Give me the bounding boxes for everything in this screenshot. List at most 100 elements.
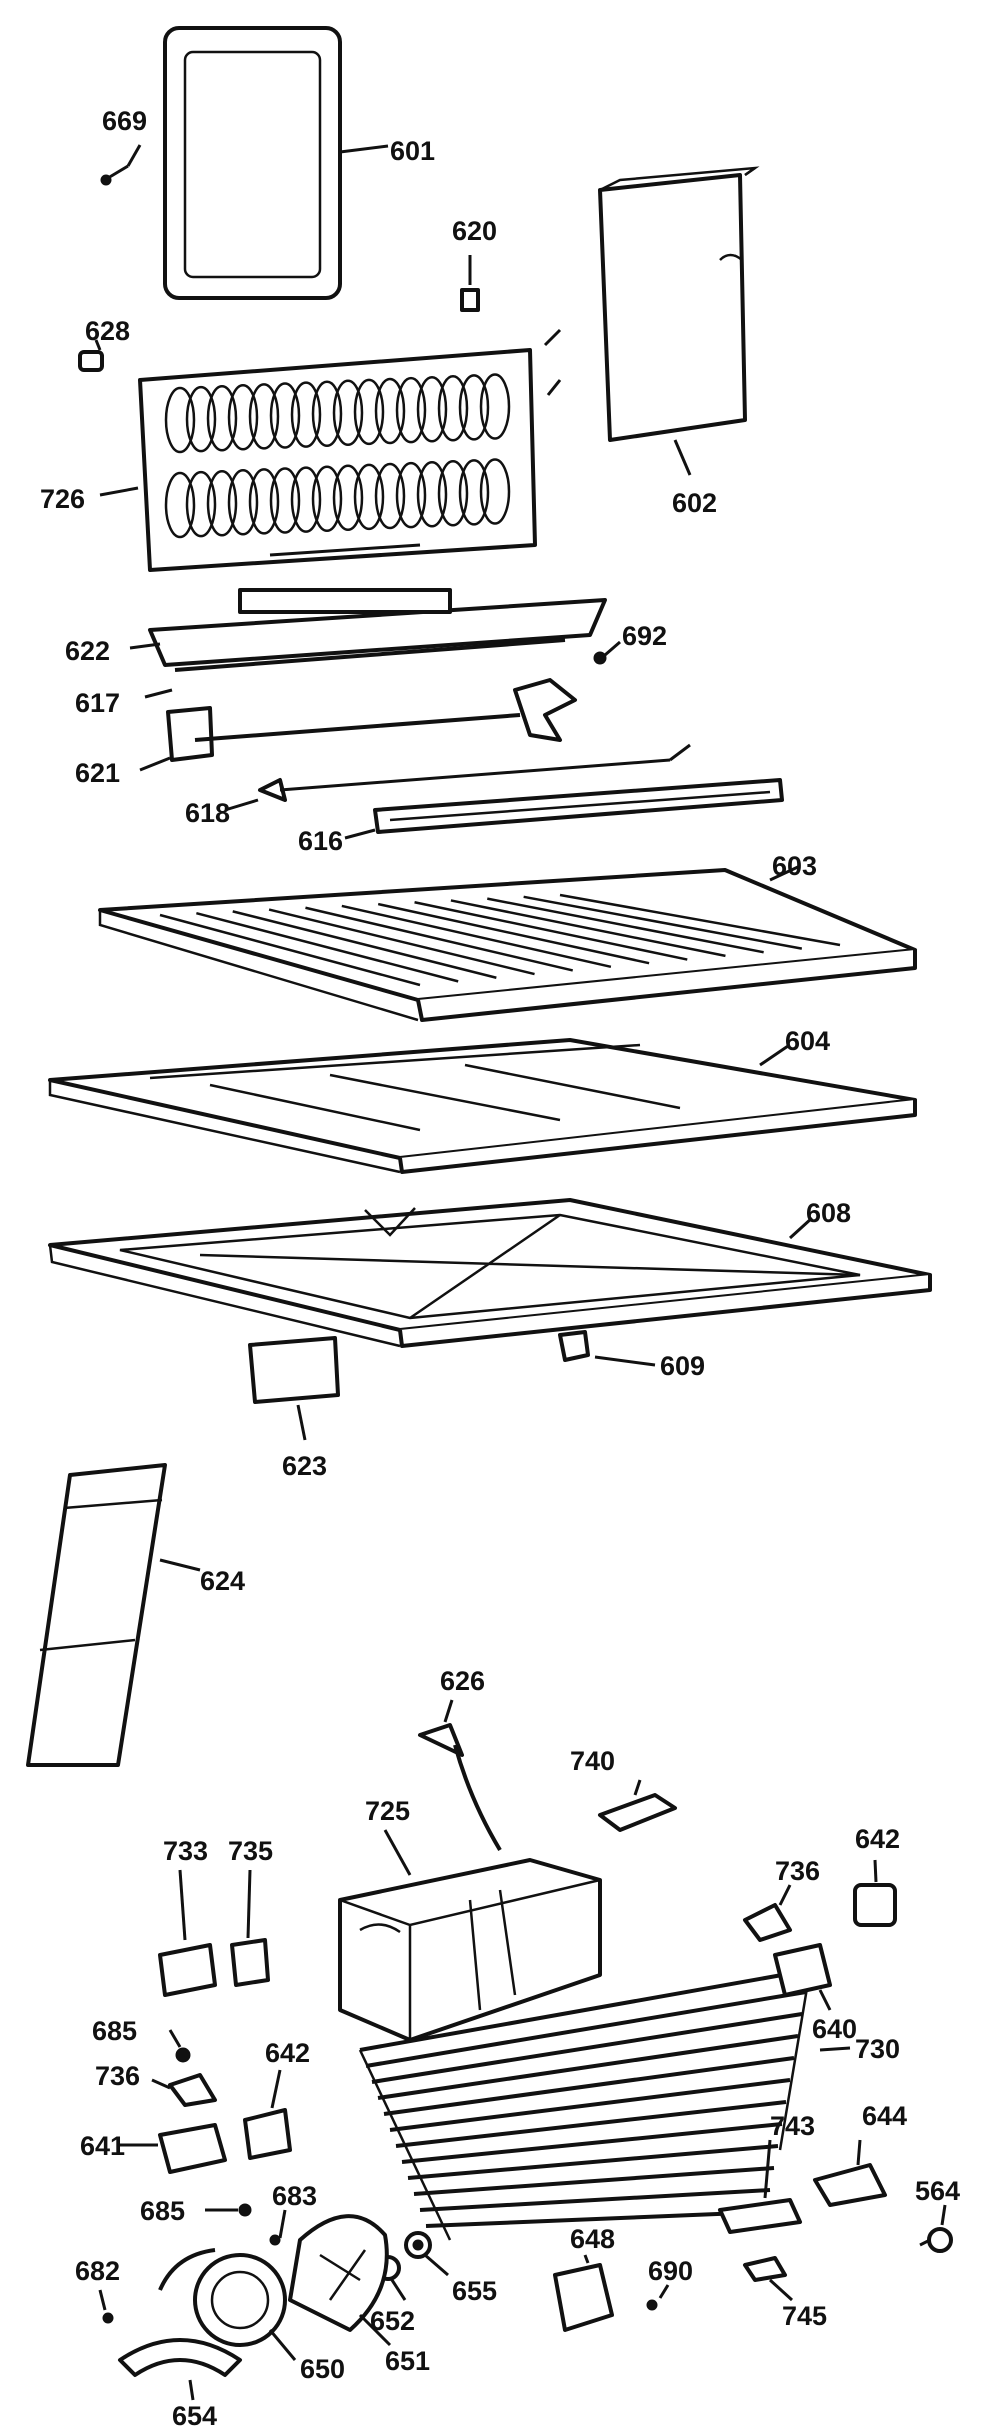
condenser-tube (425, 2210, 767, 2228)
part-640-overload (773, 1943, 832, 2011)
part-733-bracket (158, 1869, 217, 1997)
part-651-shroud (288, 2214, 392, 2347)
coil-fin (416, 375, 448, 443)
label-564: 564 (915, 2176, 960, 2206)
label-603: 603 (772, 851, 817, 881)
condenser-tube (401, 2122, 783, 2164)
part-603-shelf (98, 864, 917, 1022)
label-640: 640 (812, 2014, 857, 2044)
coil-fin (185, 470, 217, 538)
coil-fin (269, 467, 301, 534)
coil-fin (437, 375, 469, 442)
condenser-frame-right (778, 1969, 812, 2151)
part-623-panel (248, 1336, 340, 1441)
part-642-relay-upper (853, 1859, 897, 1927)
label-736-lower: 736 (95, 2061, 140, 2091)
condenser-tube (371, 2012, 803, 2084)
coil-fin (479, 458, 511, 525)
coil-fin (164, 386, 196, 454)
shelf-bar (559, 893, 841, 947)
part-655-washer (404, 2231, 449, 2277)
label-683: 683 (272, 2181, 317, 2211)
part-617-rod (144, 638, 566, 699)
label-618: 618 (185, 798, 230, 828)
part-692-screw (593, 640, 621, 665)
label-726: 726 (40, 484, 85, 514)
condenser-tubes (358, 1968, 812, 2241)
label-669: 669 (102, 106, 147, 136)
part-683-screw (269, 2209, 287, 2246)
coil-fin (248, 383, 280, 450)
label-692: 692 (622, 621, 667, 651)
coil-fin (374, 462, 406, 530)
coil-fin (311, 380, 343, 447)
condenser-tube (365, 1990, 807, 2068)
coil-fin (164, 471, 196, 539)
label-641: 641 (80, 2131, 125, 2161)
evaporator-coil-bottom (164, 458, 511, 539)
coil-fin (416, 460, 448, 528)
label-628: 628 (85, 316, 130, 346)
label-624: 624 (200, 1566, 245, 1596)
condenser-frame-left (358, 2049, 452, 2241)
coil-fin (269, 382, 301, 449)
label-685-upper: 685 (92, 2016, 137, 2046)
part-685-screw-lower (205, 2203, 252, 2217)
part-740-bracket (598, 1779, 677, 1832)
label-745: 745 (782, 2301, 827, 2331)
coil-fin (332, 379, 364, 447)
coil-fin (206, 384, 238, 452)
shelf-bar (377, 902, 650, 965)
part-682-screw (98, 2289, 114, 2324)
coil-fin (437, 460, 469, 527)
part-736-clip-upper (743, 1884, 792, 1942)
part-726-evaporator (99, 328, 562, 572)
label-623: 623 (282, 1451, 327, 1481)
coil-fin (395, 376, 427, 444)
label-650: 650 (300, 2354, 345, 2384)
coil-fin (332, 464, 364, 532)
label-736-upper: 736 (775, 1856, 820, 1886)
part-621-bracket (139, 678, 577, 772)
shelf-bar (159, 913, 421, 987)
condenser-tube (377, 2034, 799, 2100)
shelf-603-bars (159, 893, 841, 987)
part-602-cover (598, 166, 760, 476)
label-626: 626 (440, 1666, 485, 1696)
part-725-compressor (338, 1829, 602, 2042)
condenser-tube (359, 1968, 811, 2052)
shelf-bar (341, 904, 612, 969)
part-601-gasket (163, 26, 389, 300)
label-608: 608 (806, 1198, 851, 1228)
label-654: 654 (172, 2401, 217, 2431)
condenser-tube (395, 2100, 787, 2148)
shelf-bar (268, 908, 535, 976)
part-620-clip (460, 255, 480, 312)
part-626-tube (418, 1699, 502, 1852)
label-651: 651 (385, 2346, 430, 2376)
coil-fin (290, 466, 322, 533)
label-622: 622 (65, 636, 110, 666)
coil-fin (353, 463, 385, 531)
shelf-bar (232, 910, 497, 979)
part-622-tray (129, 588, 607, 667)
label-617: 617 (75, 688, 120, 718)
label-730: 730 (855, 2034, 900, 2064)
part-654-bracket (118, 2338, 242, 2401)
condenser-tube (413, 2166, 775, 2196)
label-602: 602 (672, 488, 717, 518)
part-624-duct (26, 1463, 201, 1767)
part-743-bracket (718, 2139, 802, 2234)
part-609-cap (558, 1330, 656, 1367)
coil-fin (206, 469, 238, 537)
part-648-cover (553, 2254, 614, 2332)
coil-fin (290, 381, 322, 448)
shelf-bar (414, 901, 688, 961)
part-608-pan (48, 1198, 932, 1348)
shelf-bar (305, 906, 574, 972)
label-601: 601 (390, 136, 435, 166)
condenser-tube (419, 2188, 771, 2212)
label-733: 733 (163, 1836, 208, 1866)
condenser-tube (383, 2056, 795, 2116)
